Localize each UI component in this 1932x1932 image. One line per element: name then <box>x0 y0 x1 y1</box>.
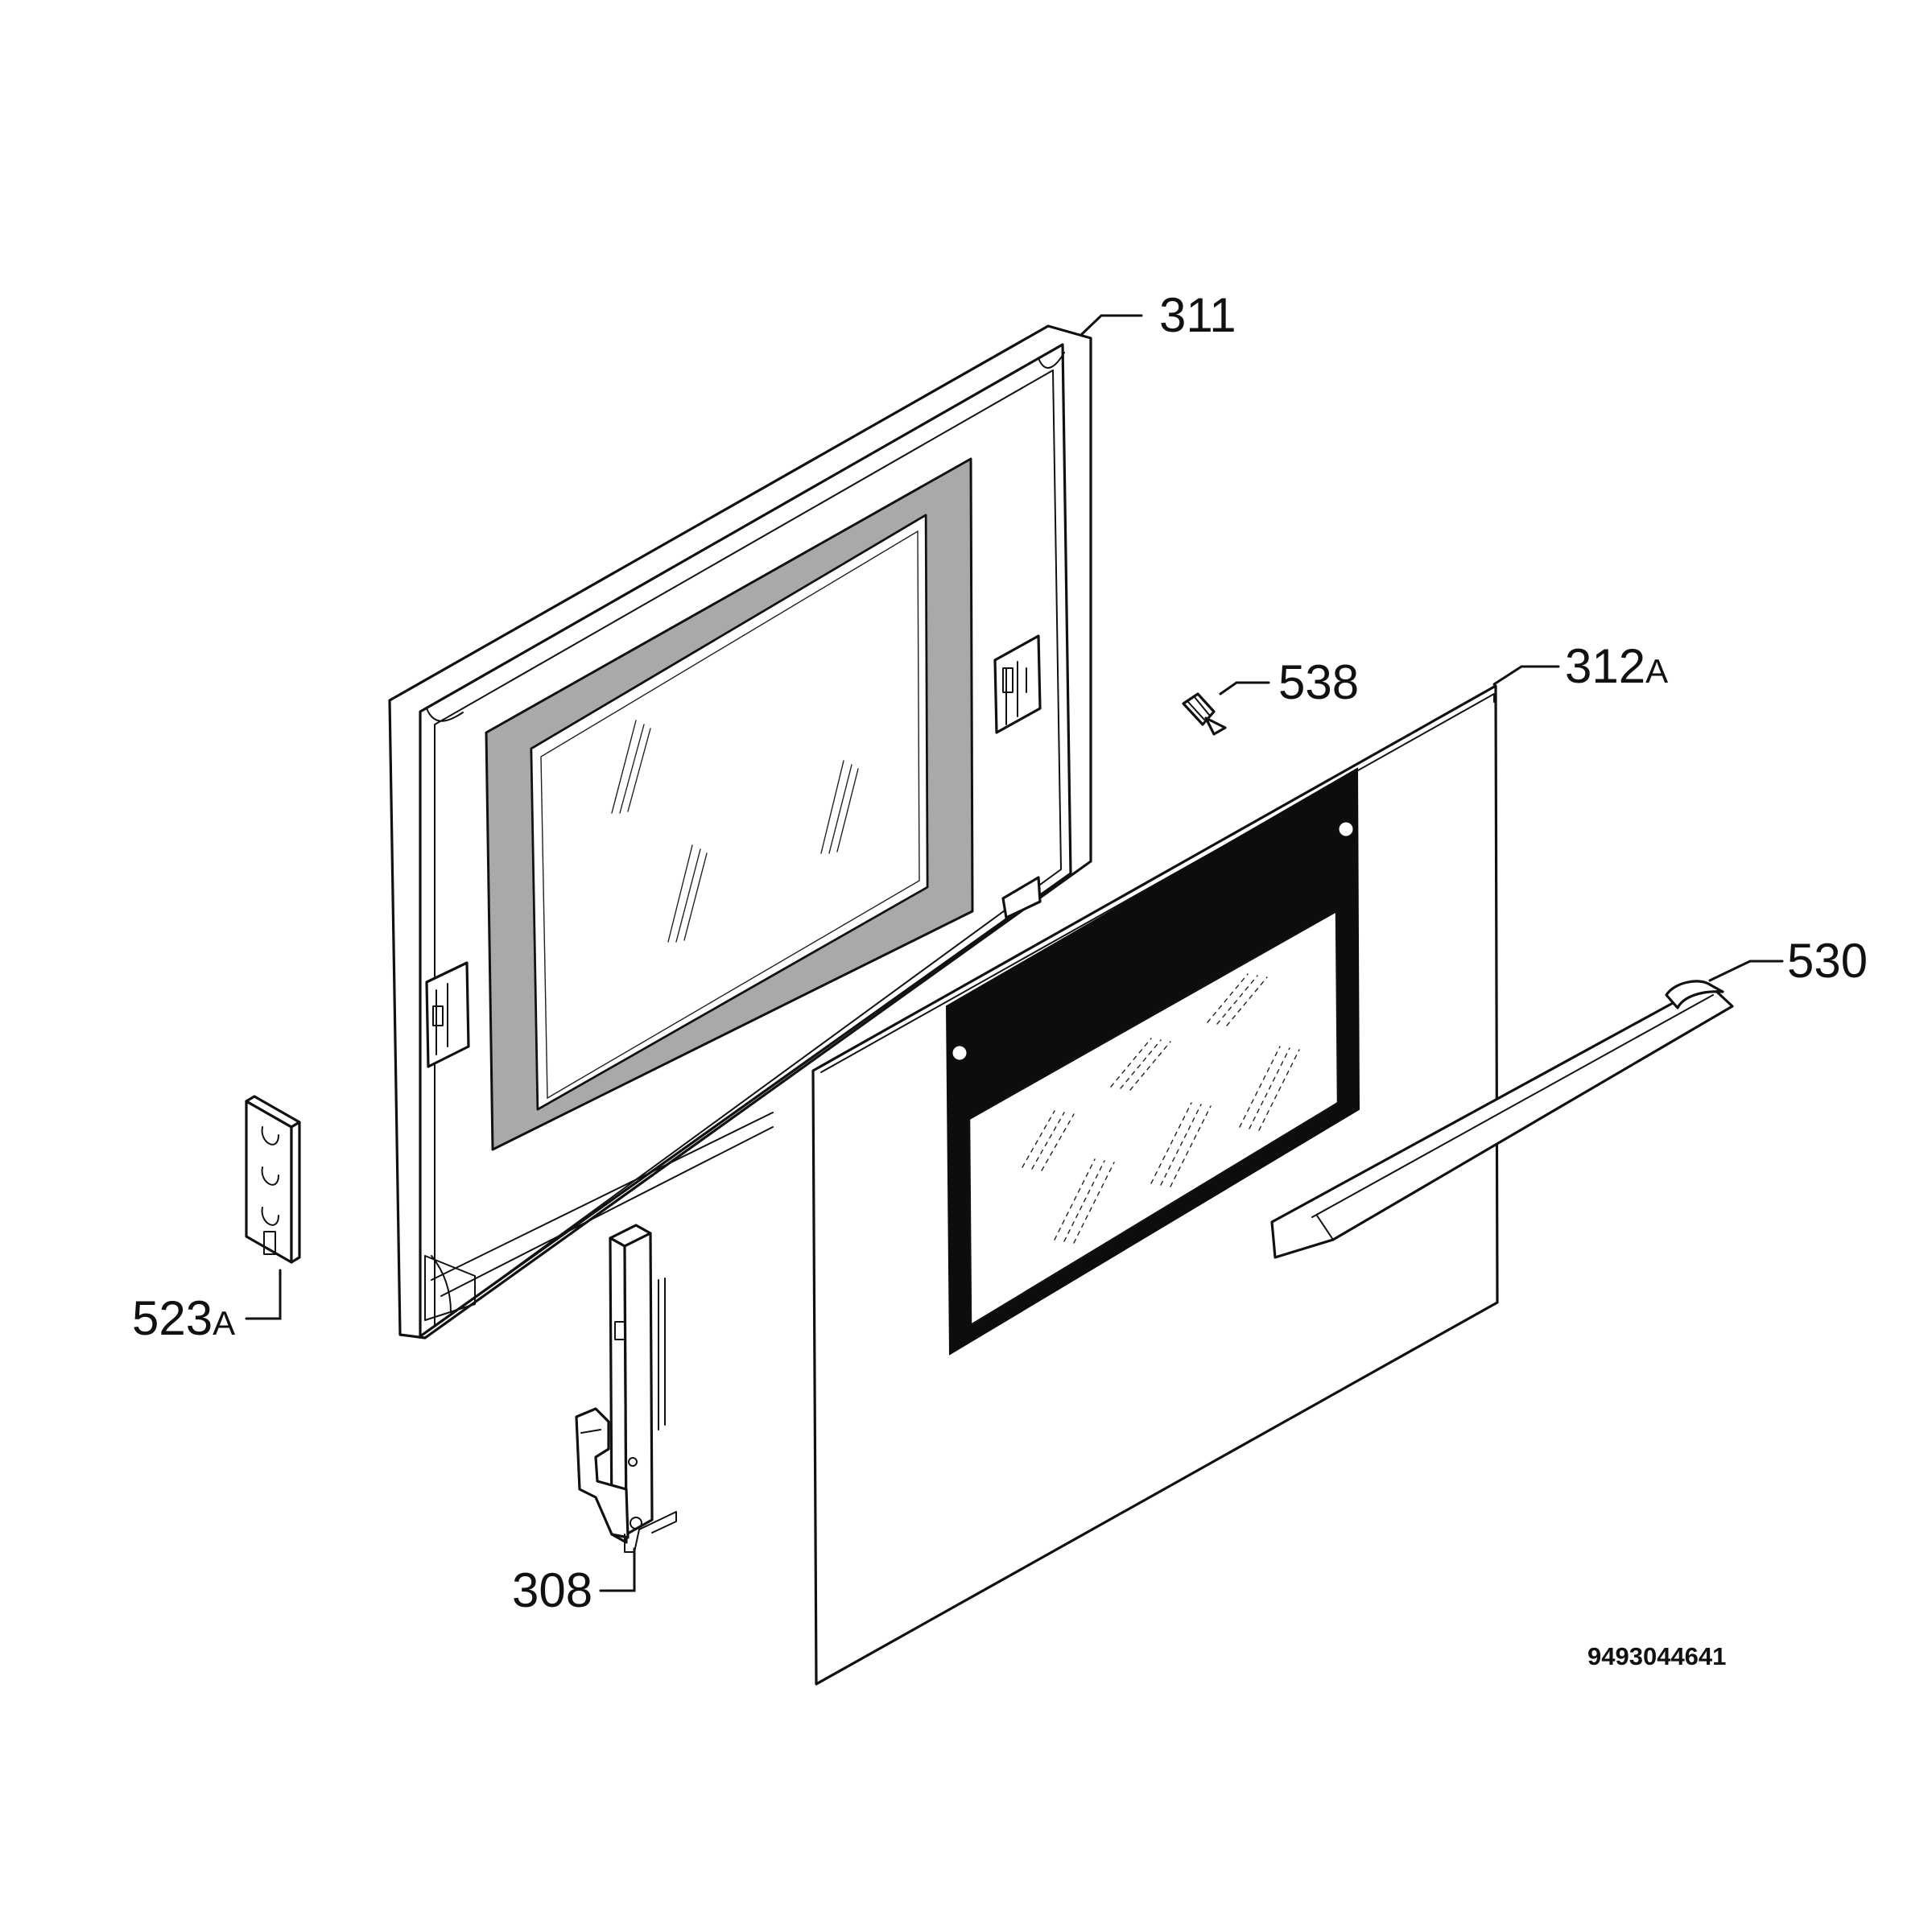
leader-312a <box>1492 665 1560 686</box>
callout-538: 538 <box>1278 655 1359 709</box>
frame-hinge-bracket-upper <box>993 634 1042 734</box>
outer-door-glass <box>811 684 1499 1686</box>
screw <box>1182 692 1227 736</box>
outer-glass-reflections <box>1022 973 1300 1244</box>
callout-523a: 523A <box>132 1291 235 1345</box>
diagram-reference-code: 9493044641 <box>1587 1642 1726 1670</box>
callout-311: 311 <box>1159 288 1236 342</box>
latch-bracket <box>245 1095 301 1264</box>
frame-hinge-bracket-left <box>425 961 470 1068</box>
panel-hole-right <box>1339 822 1353 836</box>
inner-door-frame <box>388 324 1092 1340</box>
frame-latch-slot <box>1001 876 1042 919</box>
door-hinge <box>575 1224 677 1553</box>
callout-308: 308 <box>512 1563 592 1617</box>
inner-glass-reflections <box>611 720 859 943</box>
leader-523a <box>245 1269 282 1320</box>
callout-530: 530 <box>1787 934 1868 988</box>
door-handle <box>1270 980 1734 1259</box>
callout-leaders <box>245 314 1784 1592</box>
callout-312a: 312A <box>1565 639 1668 693</box>
leader-311 <box>1080 314 1143 336</box>
leader-308 <box>599 1547 636 1592</box>
leader-530 <box>1708 960 1784 982</box>
leader-538 <box>1219 681 1270 696</box>
panel-hole-left <box>952 1046 967 1060</box>
